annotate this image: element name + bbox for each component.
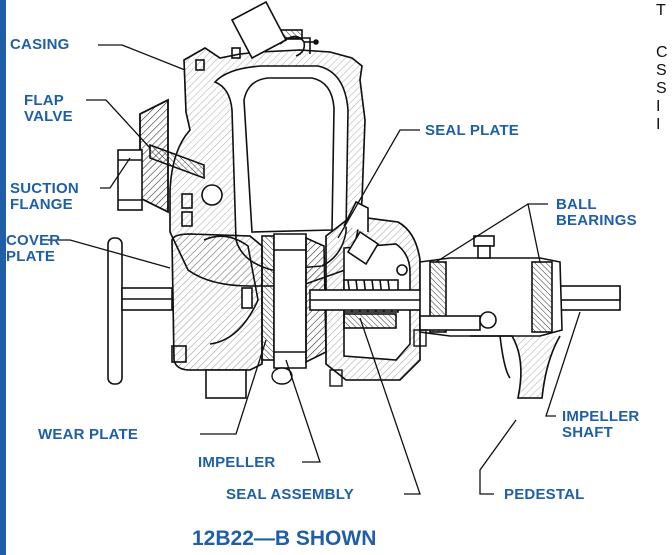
cut-off-text: S <box>656 62 667 79</box>
leader-seal-assembly <box>359 317 421 495</box>
leader-flap-valve <box>86 99 151 149</box>
label-seal-plate: SEAL PLATE <box>425 122 519 139</box>
left-accent-bar <box>0 0 6 555</box>
cut-off-text: I <box>656 116 661 133</box>
pump-casing <box>117 0 366 287</box>
leader-ball-bearings-b <box>527 203 541 263</box>
pedestal <box>470 335 561 399</box>
cut-off-text: I <box>656 98 661 115</box>
leader-ball-bearings-a <box>435 203 548 263</box>
leader-suction-flange <box>100 157 131 189</box>
label-seal-assembly: SEAL ASSEMBLY <box>226 486 354 503</box>
leader-casing <box>98 44 186 71</box>
cut-off-text: C <box>656 44 668 61</box>
label-casing: CASING <box>10 36 70 53</box>
label-wear-plate: WEAR PLATE <box>38 426 139 443</box>
leader-impeller <box>285 359 321 463</box>
cut-off-text: S <box>656 80 667 97</box>
diagram-caption: 12B22—B SHOWN <box>192 527 377 550</box>
leader-cover-plate <box>48 239 171 269</box>
leader-wear-plate <box>200 339 267 435</box>
cover-plate-assembly <box>107 233 263 399</box>
label-ball-bearings: BALL BEARINGS <box>556 196 637 229</box>
label-pedestal: PEDESTAL <box>504 486 585 503</box>
leader-seal-plate <box>337 129 420 239</box>
label-flap-valve: FLAP VALVE <box>24 92 73 125</box>
label-suction-flange: SUCTION FLANGE <box>10 180 79 213</box>
label-impeller-shaft: IMPELLER SHAFT <box>562 408 640 441</box>
shaft-and-bearings <box>309 235 621 337</box>
label-impeller: IMPELLER <box>198 454 276 471</box>
leader-pedestal <box>479 419 517 495</box>
leader-lines <box>48 44 581 495</box>
label-cover-plate: COVER PLATE <box>6 232 61 265</box>
wear-plate-and-impeller <box>203 233 327 369</box>
cut-off-text-column: T C S S I I <box>656 0 672 160</box>
leader-impeller-shaft <box>545 311 581 417</box>
cut-off-text: T <box>656 2 666 19</box>
base-bolts <box>271 329 427 387</box>
